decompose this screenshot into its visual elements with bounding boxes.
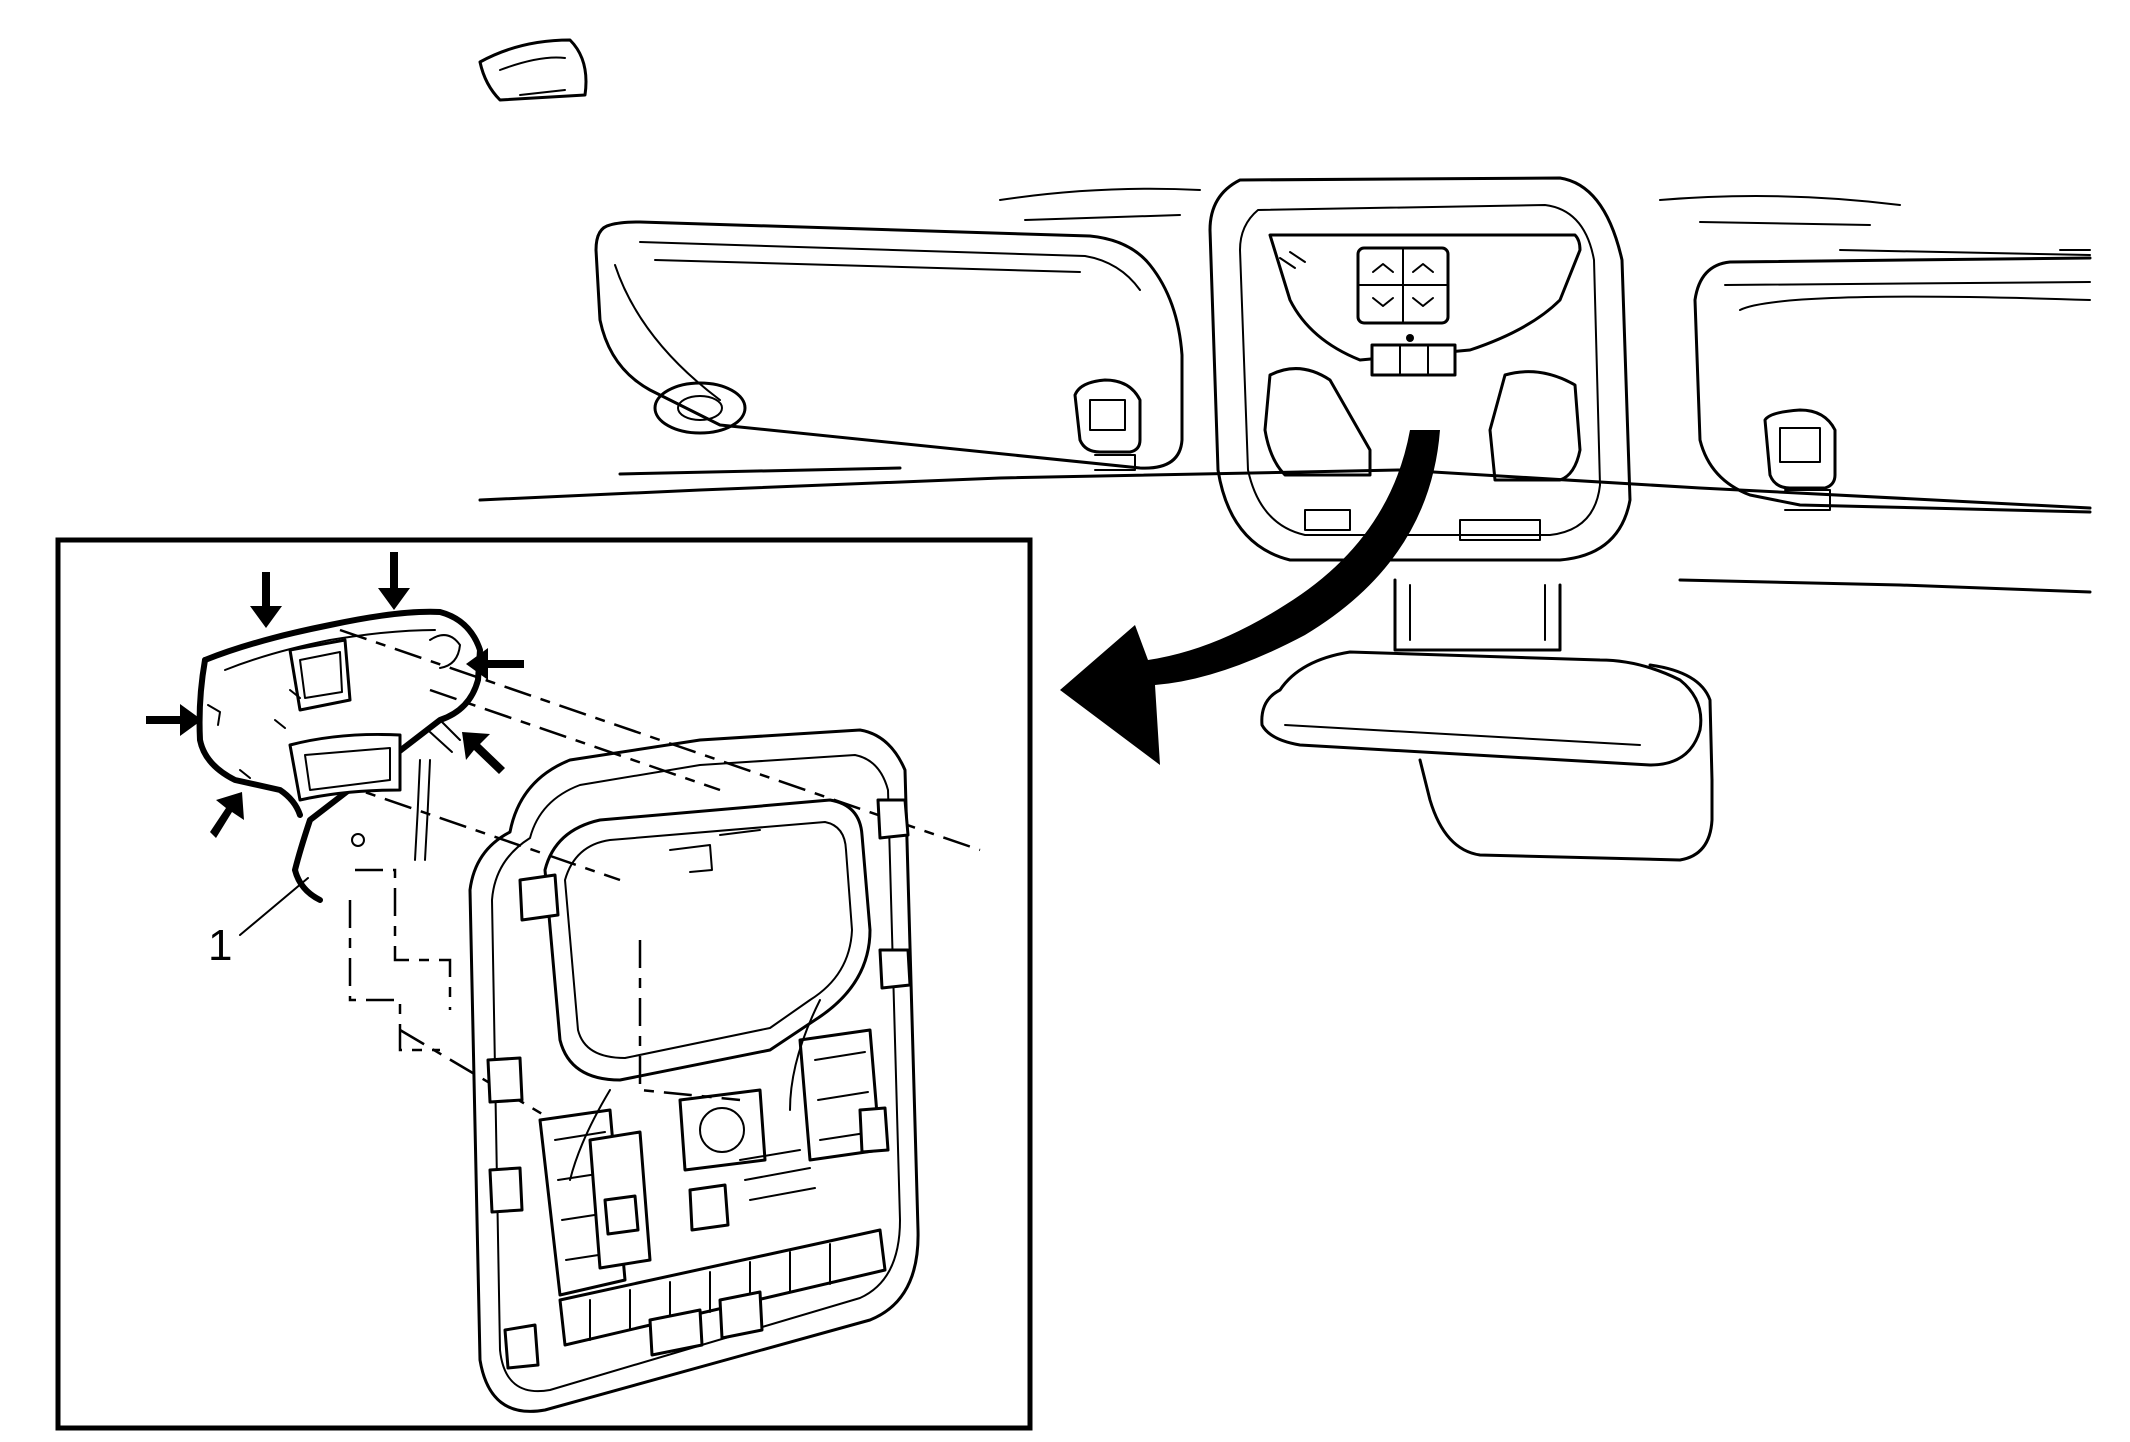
- right-sun-visor: [1693, 256, 2092, 514]
- removal-direction-arrow: [1060, 430, 1440, 765]
- callout-1-label: 1: [208, 921, 232, 970]
- trim-fragment: [478, 38, 588, 102]
- console-bezel: [196, 608, 483, 903]
- overhead-console: [1208, 176, 1632, 562]
- left-sun-visor: [594, 220, 1184, 471]
- detail-inset: 1: [55, 537, 1033, 1431]
- console-housing: [468, 728, 920, 1413]
- callout-1: 1: [208, 877, 309, 970]
- clip-arrows: [146, 552, 524, 838]
- headliner-outline: [478, 187, 2092, 594]
- rear-view-mirror: [1260, 578, 1714, 862]
